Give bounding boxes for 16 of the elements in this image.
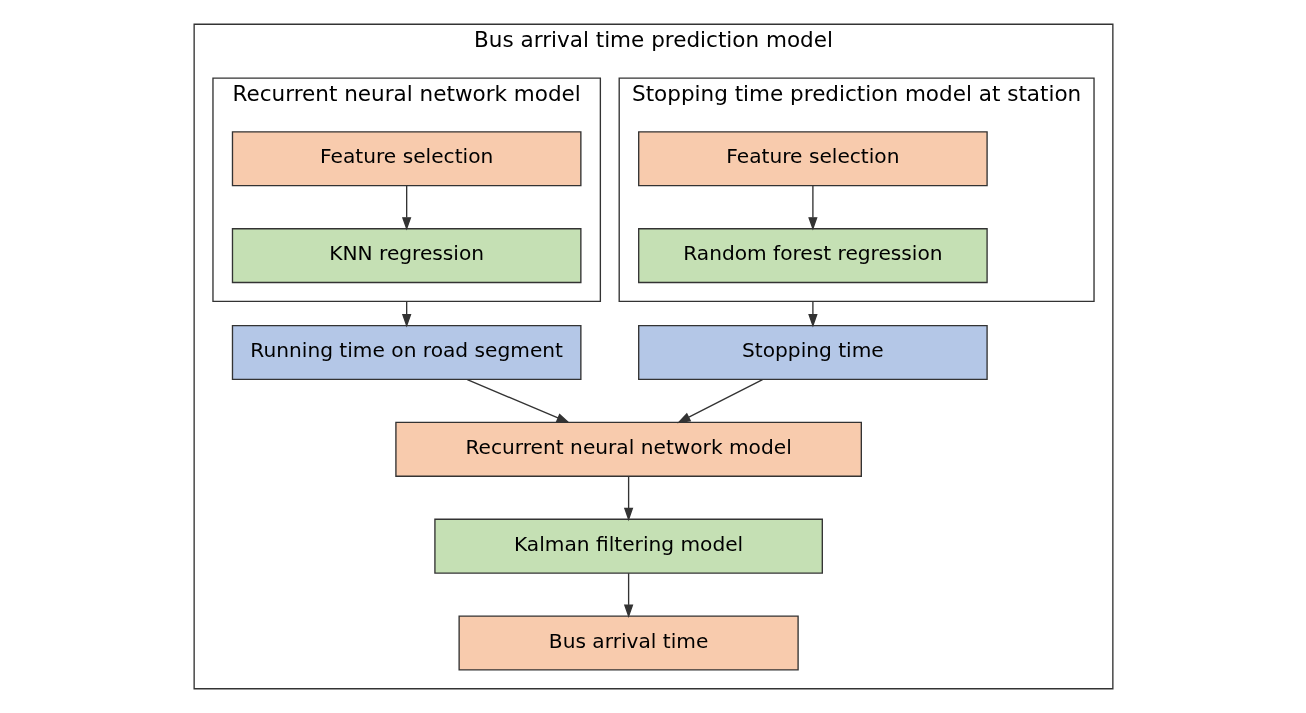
arrow bbox=[807, 185, 818, 231]
arrow bbox=[623, 475, 633, 522]
node-box: Feature selection bbox=[231, 131, 582, 187]
arrow bbox=[401, 185, 411, 231]
arrow bbox=[676, 378, 763, 424]
arrow bbox=[807, 300, 818, 328]
node-box: KNN regression bbox=[231, 228, 582, 284]
arrow bbox=[466, 378, 570, 424]
node-box: Running time on road segment bbox=[231, 324, 582, 381]
node-box: Feature selection bbox=[637, 131, 988, 187]
node-box: Recurrent neural network model bbox=[394, 421, 862, 477]
node-box: Bus arrival time bbox=[457, 615, 799, 671]
arrow bbox=[623, 572, 633, 618]
node-box: Kalman filtering model bbox=[433, 518, 823, 574]
node-box: Random forest regression bbox=[637, 228, 988, 284]
node-box: Stopping time bbox=[637, 324, 988, 381]
